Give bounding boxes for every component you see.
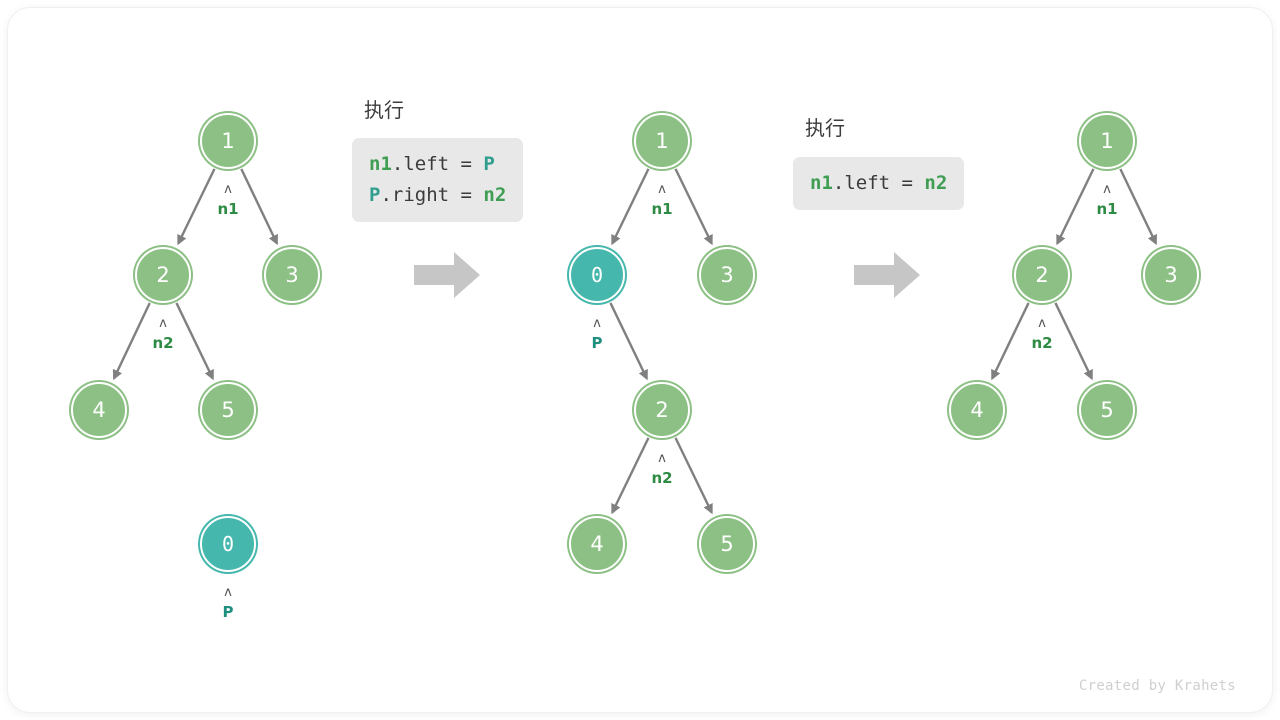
code-token: n1 — [369, 153, 392, 175]
caret-icon: ʌ — [1103, 182, 1111, 197]
pointer-label-n1: ʌ n1 — [193, 183, 263, 217]
tree-node-4[interactable]: 4 — [949, 382, 1005, 438]
caret-icon: ʌ — [1038, 316, 1046, 331]
caret-icon: ʌ — [658, 182, 666, 197]
pointer-label-n2: ʌ n2 — [627, 452, 697, 486]
code-line: n1.left = n2 — [810, 168, 947, 199]
code-token: .left = — [391, 153, 484, 175]
tree-node-3[interactable]: 3 — [1143, 247, 1199, 303]
code-token: .left = — [832, 172, 925, 194]
pointer-name: n1 — [217, 200, 239, 218]
code-block-after-remove: n1.left = n2 — [793, 157, 965, 210]
code-token: P — [369, 183, 381, 206]
caret-icon: ʌ — [224, 182, 232, 197]
tree-node-2[interactable]: 2 — [135, 247, 191, 303]
exec-label-after-insert: 执行 — [364, 98, 404, 122]
code-token: .right = — [380, 183, 484, 206]
tree-node-4[interactable]: 4 — [71, 382, 127, 438]
step-arrow-icon — [854, 252, 920, 298]
code-token: n2 — [483, 183, 507, 206]
exec-label-after-remove: 执行 — [805, 116, 845, 140]
caret-icon: ʌ — [593, 316, 601, 331]
pointer-name: n2 — [1031, 334, 1053, 352]
step-arrow-icon — [414, 252, 480, 298]
pointer-name: n1 — [651, 200, 673, 218]
tree-node-1[interactable]: 1 — [1079, 113, 1135, 169]
pointer-name: P — [222, 603, 234, 621]
caret-icon: ʌ — [159, 316, 167, 331]
code-line: n1.left = P — [369, 149, 506, 180]
pointer-label-n1: ʌ n1 — [1072, 183, 1142, 217]
tree-node-1[interactable]: 1 — [634, 113, 690, 169]
tree-node-5[interactable]: 5 — [200, 382, 256, 438]
tree-node-5[interactable]: 5 — [1079, 382, 1135, 438]
tree-node-0[interactable]: 0 — [200, 516, 256, 572]
tree-node-5[interactable]: 5 — [699, 516, 755, 572]
code-token: P — [483, 153, 495, 175]
code-token: n2 — [924, 172, 948, 194]
tree-node-4[interactable]: 4 — [569, 516, 625, 572]
pointer-label-n2: ʌ n2 — [128, 317, 198, 351]
code-line: P.right = n2 — [369, 180, 506, 211]
caret-icon: ʌ — [658, 451, 666, 466]
pointer-name: n2 — [651, 469, 673, 487]
pointer-label-n1: ʌ n1 — [627, 183, 697, 217]
tree-node-3[interactable]: 3 — [699, 247, 755, 303]
tree-node-1[interactable]: 1 — [200, 113, 256, 169]
pointer-name: n2 — [152, 334, 174, 352]
tree-node-2[interactable]: 2 — [634, 382, 690, 438]
pointer-label-n2: ʌ n2 — [1007, 317, 1077, 351]
caret-icon: ʌ — [224, 585, 232, 600]
pointer-name: n1 — [1096, 200, 1118, 218]
code-token: n1 — [810, 172, 833, 194]
tree-node-0[interactable]: 0 — [569, 247, 625, 303]
credit-text: Created by Krahets — [1078, 678, 1236, 694]
pointer-name: P — [591, 334, 603, 352]
tree-node-3[interactable]: 3 — [264, 247, 320, 303]
tree-node-2[interactable]: 2 — [1014, 247, 1070, 303]
